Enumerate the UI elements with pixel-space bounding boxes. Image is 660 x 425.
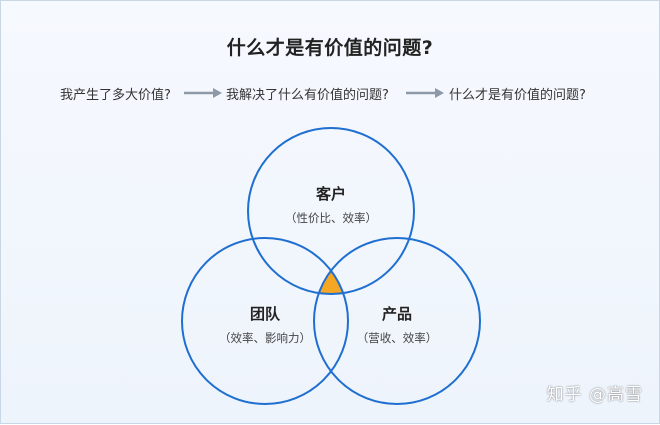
diagram-title: 什么才是有价值的问题? <box>226 37 434 59</box>
product-label: 产品 <box>382 305 412 323</box>
circle-product <box>313 237 481 405</box>
customer-label: 客户 <box>315 185 346 203</box>
flow-step-3: 什么才是有价值的问题? <box>449 88 586 103</box>
circle-team <box>181 237 349 405</box>
flow-step-1: 我产生了多大价值? <box>60 88 171 103</box>
watermark: 知乎 @高雪 <box>546 385 643 405</box>
right-arrow-icon <box>184 88 222 98</box>
flow-step-2: 我解决了什么有价值的问题? <box>226 88 389 103</box>
circle-customer <box>247 127 415 295</box>
right-arrow-icon <box>406 88 444 98</box>
customer-sublabel: （性价比、效率） <box>285 211 377 225</box>
product-sublabel: （营收、效率） <box>357 331 438 345</box>
team-sublabel: （效率、影响力） <box>219 331 311 345</box>
question-flow: 我产生了多大价值? 我解决了什么有价值的问题? 什么才是有价值的问题? <box>1 82 659 106</box>
team-label: 团队 <box>250 305 281 323</box>
